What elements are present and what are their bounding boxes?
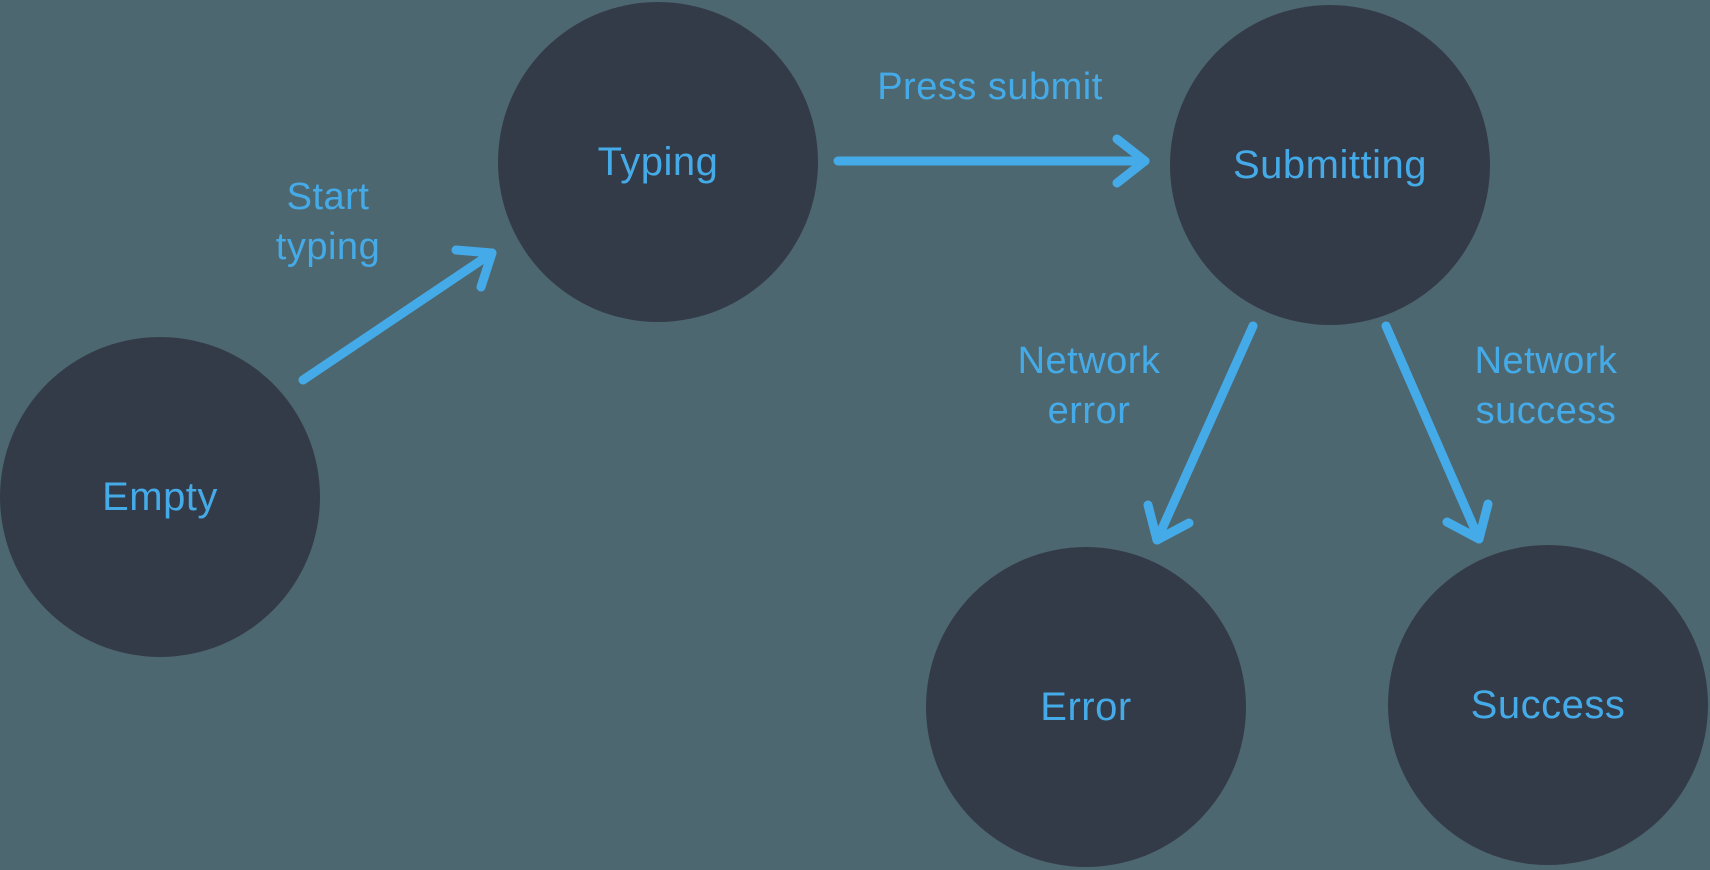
state-label: Empty: [102, 474, 218, 519]
arrow-typing-to-submitting: [833, 134, 1150, 188]
transition-label-network-success: Network success: [1474, 340, 1618, 432]
state-node-error: Error: [926, 547, 1246, 867]
state-node-typing: Typing: [498, 2, 818, 322]
state-label: Success: [1470, 682, 1626, 727]
state-node-success: Success: [1388, 545, 1708, 865]
arrow-submitting-to-success: [1381, 321, 1493, 544]
transition-label-press-submit: Press submit: [877, 66, 1103, 108]
arrow-submitting-to-error: [1143, 321, 1258, 545]
state-label: Submitting: [1233, 142, 1427, 187]
transition-label-network-error: Network error: [1017, 340, 1161, 432]
state-node-submitting: Submitting: [1170, 5, 1490, 325]
transition-label-start-typing: Start typing: [275, 176, 381, 268]
state-label: Typing: [597, 139, 719, 184]
state-label: Error: [1040, 684, 1132, 729]
arrow-empty-to-typing: [298, 245, 497, 385]
state-node-empty: Empty: [0, 337, 320, 657]
